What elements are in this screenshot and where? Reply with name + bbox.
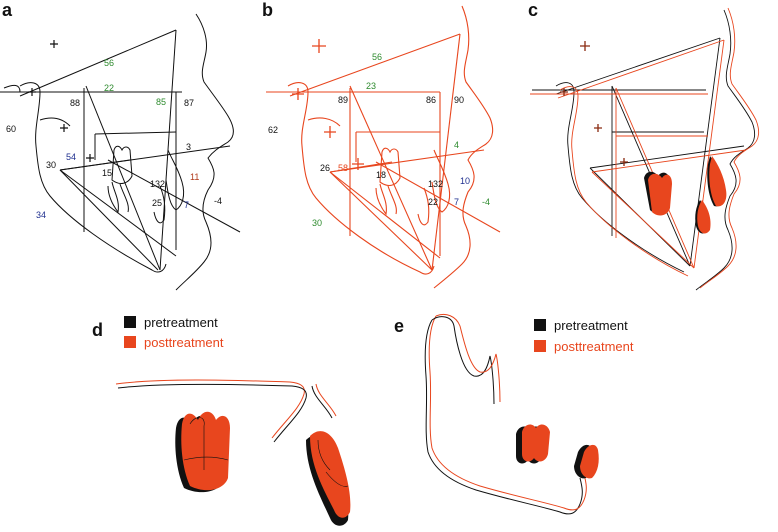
panel-d-legend: pretreatment posttreatment bbox=[124, 315, 224, 350]
panel-b-measure-14: 7 bbox=[454, 197, 459, 207]
panel-e: e pretreatment posttreatment bbox=[394, 313, 634, 515]
panel-a-tracing bbox=[0, 13, 241, 291]
panel-e-legend: pretreatment posttreatment bbox=[534, 318, 634, 354]
panel-a-measure-14: 7 bbox=[184, 200, 189, 210]
panel-d: d pretreatment posttreatment bbox=[92, 315, 351, 526]
legend-post-label: posttreatment bbox=[144, 335, 224, 350]
panel-b-measure-6: 62 bbox=[268, 125, 278, 135]
panel-b-tracing bbox=[266, 5, 501, 289]
panel-a-measure-2: 22 bbox=[104, 83, 114, 93]
legend-e-post-label: posttreatment bbox=[554, 339, 634, 354]
panel-b-measure-2: 23 bbox=[366, 81, 376, 91]
panel-c-post-tracing bbox=[530, 7, 760, 289]
panel-b-measure-13: 22 bbox=[428, 197, 438, 207]
panel-a: a bbox=[0, 0, 241, 291]
panel-e-teeth bbox=[516, 424, 599, 479]
panel-a-measure-11: 132 bbox=[150, 179, 165, 189]
panel-a-landmarks bbox=[28, 40, 94, 162]
panel-a-letter: a bbox=[2, 0, 13, 20]
panel-a-measure-6: 60 bbox=[6, 124, 16, 134]
panel-b-measure-5: 90 bbox=[454, 95, 464, 105]
panel-a-measure-7: 30 bbox=[46, 160, 56, 170]
panel-a-measure-12: 11 bbox=[190, 172, 199, 182]
panel-d-teeth bbox=[175, 411, 351, 526]
panel-b-measure-8: 26 bbox=[320, 163, 330, 173]
panel-d-letter: d bbox=[92, 320, 103, 340]
panel-b-measurements: 56 23 89 86 90 62 4 26 58 18 132 10 22 7… bbox=[268, 52, 490, 228]
panel-a-measure-13: 25 bbox=[152, 198, 162, 208]
panel-a-measure-15: -4 bbox=[214, 196, 222, 206]
panel-b-measure-9: 58 bbox=[338, 163, 348, 173]
panel-a-measure-3: 85 bbox=[156, 97, 166, 107]
legend-e-pre-label: pretreatment bbox=[554, 318, 628, 333]
legend-e-post-swatch bbox=[534, 340, 546, 352]
panel-a-measure-16: 34 bbox=[36, 210, 46, 220]
legend-post-swatch bbox=[124, 336, 136, 348]
panel-b-measure-11: 132 bbox=[428, 179, 443, 189]
panel-e-mandible bbox=[424, 313, 587, 515]
panel-b-landmarks bbox=[292, 39, 364, 170]
legend-pre-label: pretreatment bbox=[144, 315, 218, 330]
panel-a-measure-9: 15 bbox=[102, 168, 112, 178]
panel-b-measure-4: 86 bbox=[426, 95, 436, 105]
panel-b-measure-16: 30 bbox=[312, 218, 322, 228]
panel-b-letter: b bbox=[262, 0, 273, 20]
panel-b-measure-10: 18 bbox=[376, 170, 386, 180]
panel-b-measure-15: -4 bbox=[482, 197, 490, 207]
panel-a-measure-8: 54 bbox=[66, 152, 76, 162]
panel-b: b bbox=[262, 0, 501, 289]
panel-c-landmarks bbox=[560, 41, 628, 166]
panel-c: c bbox=[528, 0, 760, 291]
panel-a-measure-4: 88 bbox=[70, 98, 80, 108]
panel-a-measure-1: 56 bbox=[104, 58, 114, 68]
legend-e-pre-swatch bbox=[534, 319, 546, 331]
panel-b-measure-7: 4 bbox=[454, 140, 459, 150]
panel-c-teeth bbox=[644, 156, 727, 234]
panel-c-letter: c bbox=[528, 0, 538, 20]
panel-e-letter: e bbox=[394, 316, 404, 336]
panel-a-measurements: 56 22 85 88 87 60 30 54 15 3 132 11 25 7… bbox=[6, 58, 222, 220]
panel-b-measure-12: 10 bbox=[460, 176, 470, 186]
panel-a-measure-5: 87 bbox=[184, 98, 194, 108]
legend-pre-swatch bbox=[124, 316, 136, 328]
panel-a-measure-10: 3 bbox=[186, 142, 191, 152]
panel-b-measure-1: 56 bbox=[372, 52, 382, 62]
panel-b-measure-3: 89 bbox=[338, 95, 348, 105]
panel-d-outline bbox=[115, 379, 337, 443]
